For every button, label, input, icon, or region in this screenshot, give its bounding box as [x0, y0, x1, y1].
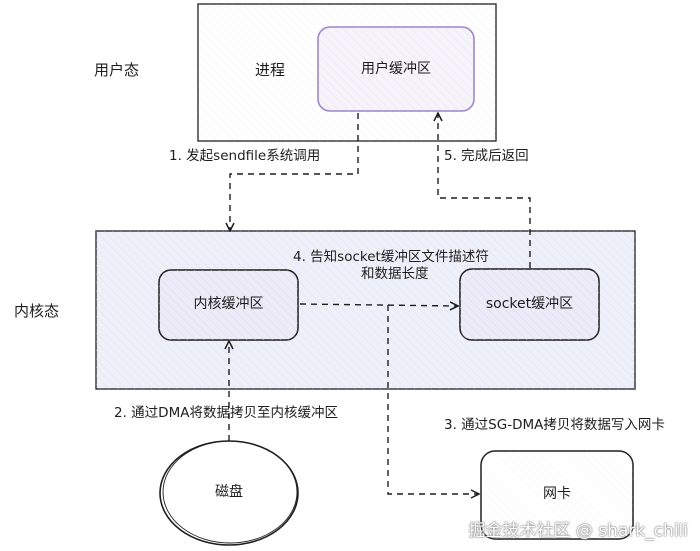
user-buffer-label: 用户缓冲区: [361, 61, 431, 77]
arrow-step3: [387, 305, 478, 494]
process-label: 进程: [255, 61, 286, 79]
kernel-mode-label: 内核态: [14, 302, 60, 320]
user-mode-label: 用户态: [94, 61, 140, 79]
socket-buffer-label: socket缓冲区: [485, 296, 574, 312]
step3-label: 3. 通过SG-DMA拷贝将数据写入网卡: [444, 417, 665, 433]
disk-shape: [159, 440, 299, 546]
arrow-step5: [438, 114, 531, 268]
step4-label-line1: 4. 告知socket缓冲区文件描述符: [293, 249, 489, 265]
step1-label: 1. 发起sendfile系统调用: [169, 148, 321, 164]
step4-label-line2: 和数据长度: [361, 266, 429, 282]
step2-label: 2. 通过DMA将数据拷贝至内核缓冲区: [114, 405, 338, 421]
watermark: 掘金技术社区 @ shark_chili: [468, 521, 688, 541]
kernel-buffer-label: 内核缓冲区: [193, 296, 264, 312]
arrow-step1: [230, 113, 359, 230]
nic-label: 网卡: [543, 486, 571, 502]
nic-box: [480, 450, 634, 540]
socket-buffer-box: [459, 268, 600, 341]
user-buffer-box: [317, 26, 475, 112]
arrow-step4: [299, 304, 457, 306]
kernel-buffer-box: [158, 269, 299, 341]
disk-label: 磁盘: [215, 484, 243, 500]
step5-label: 5. 完成后返回: [444, 148, 529, 164]
